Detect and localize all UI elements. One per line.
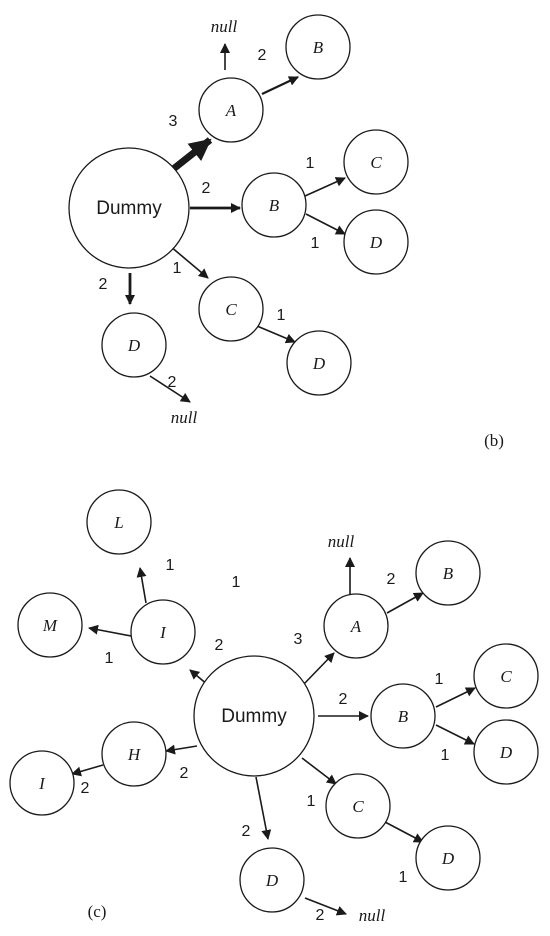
weight-b-d-c: 1 [441, 747, 450, 764]
weight-dummy-h: 2 [180, 765, 189, 782]
node-b-top: B [285, 14, 351, 80]
edge-dummy-c [169, 245, 209, 279]
null-label-top: null [211, 17, 238, 36]
node-d-right-c: D [473, 719, 539, 785]
svg-text:B: B [313, 38, 324, 57]
weight-dummy-d: 2 [99, 276, 108, 293]
edge-b-d [305, 213, 346, 235]
edge-a-b-c [386, 592, 424, 614]
null-label-top-c: null [328, 532, 355, 551]
svg-text:D: D [265, 871, 279, 890]
svg-text:B: B [398, 707, 409, 726]
weight-dummy-a: 3 [169, 113, 178, 130]
node-i-bottom: I [9, 750, 75, 816]
weight-i-m: 1 [105, 650, 114, 667]
svg-text:Dummy: Dummy [96, 198, 162, 219]
weight-dummy-c: 1 [173, 260, 182, 277]
node-a-c: A [323, 593, 389, 659]
node-a: A [198, 77, 264, 143]
node-d-right: D [343, 209, 409, 275]
svg-text:I: I [159, 623, 167, 642]
svg-text:B: B [443, 564, 454, 583]
weight-i-l: 1 [166, 557, 175, 574]
svg-text:I: I [38, 774, 46, 793]
node-dummy-c: Dummy [193, 655, 315, 777]
edge-dummy-a [169, 137, 213, 173]
node-i-top: I [130, 599, 196, 665]
weight-a-b: 2 [258, 47, 267, 64]
weight-dummy-a-c: 3 [294, 631, 303, 648]
weight-dummy-c-c: 1 [307, 793, 316, 810]
edge-d-null-c [304, 897, 347, 916]
weight-b-d: 1 [311, 235, 320, 252]
weight-h-i: 2 [81, 780, 90, 797]
svg-text:D: D [369, 233, 383, 252]
node-c-right-c: C [473, 643, 539, 709]
edge-h-i [71, 764, 104, 777]
node-d-lower-c: D [415, 825, 481, 891]
node-c-c: C [325, 773, 391, 839]
edge-b-c-c [435, 687, 476, 708]
node-d-c: D [239, 847, 305, 913]
node-m: M [17, 592, 83, 658]
svg-text:Dummy: Dummy [221, 706, 287, 727]
node-c: C [198, 276, 264, 342]
weight-dummy-d-c: 2 [242, 823, 251, 840]
svg-text:D: D [127, 336, 141, 355]
null-label-bottom: null [171, 408, 198, 427]
edge-b-d-c [435, 724, 475, 745]
weight-c-d-c: 1 [399, 869, 408, 886]
null-label-bottom-c: null [359, 906, 386, 925]
svg-text:C: C [500, 667, 512, 686]
edge-c-d-c [384, 821, 424, 843]
edge-d-null [149, 375, 191, 403]
panel-label-c: (c) [88, 902, 107, 921]
edge-a-b [261, 76, 299, 95]
edge-c-d [256, 325, 296, 344]
weight-d-null: 2 [168, 374, 177, 391]
panel-c: Dummy L I M A B B C [9, 489, 539, 925]
svg-text:D: D [499, 743, 513, 762]
node-b: B [241, 172, 307, 238]
weight-dummy-i: 2 [215, 637, 224, 654]
weight-dummy-b: 2 [202, 180, 211, 197]
svg-text:D: D [441, 849, 455, 868]
edge-b-c [304, 177, 346, 197]
svg-text:A: A [350, 617, 362, 636]
weight-dummy-b-c: 2 [339, 691, 348, 708]
svg-text:A: A [225, 101, 237, 120]
node-d-lower: D [286, 330, 352, 396]
node-dummy: Dummy [68, 147, 190, 269]
panel-label-b: (b) [484, 431, 504, 450]
svg-text:D: D [312, 354, 326, 373]
weight-d-null-c: 2 [316, 907, 325, 924]
panel-b: Dummy A B B C D C D [68, 14, 504, 450]
edge-i-m [88, 624, 132, 637]
svg-text:H: H [127, 745, 142, 764]
node-c-right: C [343, 129, 409, 195]
node-b-top-c: B [415, 540, 481, 606]
svg-text:C: C [370, 153, 382, 172]
node-l: L [86, 489, 152, 555]
weight-extra: 1 [232, 574, 241, 591]
svg-text:B: B [269, 196, 280, 215]
edge-dummy-h [165, 744, 198, 755]
node-b-c: B [370, 683, 436, 749]
weight-b-c-c: 1 [435, 671, 444, 688]
node-d: D [101, 312, 167, 378]
svg-text:M: M [42, 616, 58, 635]
edge-i-l [136, 567, 147, 604]
svg-text:C: C [352, 797, 364, 816]
edge-dummy-c-c [301, 757, 337, 785]
weight-b-c: 1 [306, 155, 315, 172]
edge-dummy-d-c [255, 776, 272, 840]
node-h: H [101, 721, 167, 787]
svg-text:C: C [225, 300, 237, 319]
weight-c-d: 1 [277, 307, 286, 324]
svg-text:L: L [113, 513, 123, 532]
edge-dummy-a-c [302, 652, 335, 686]
weight-a-b-c: 2 [387, 571, 396, 588]
